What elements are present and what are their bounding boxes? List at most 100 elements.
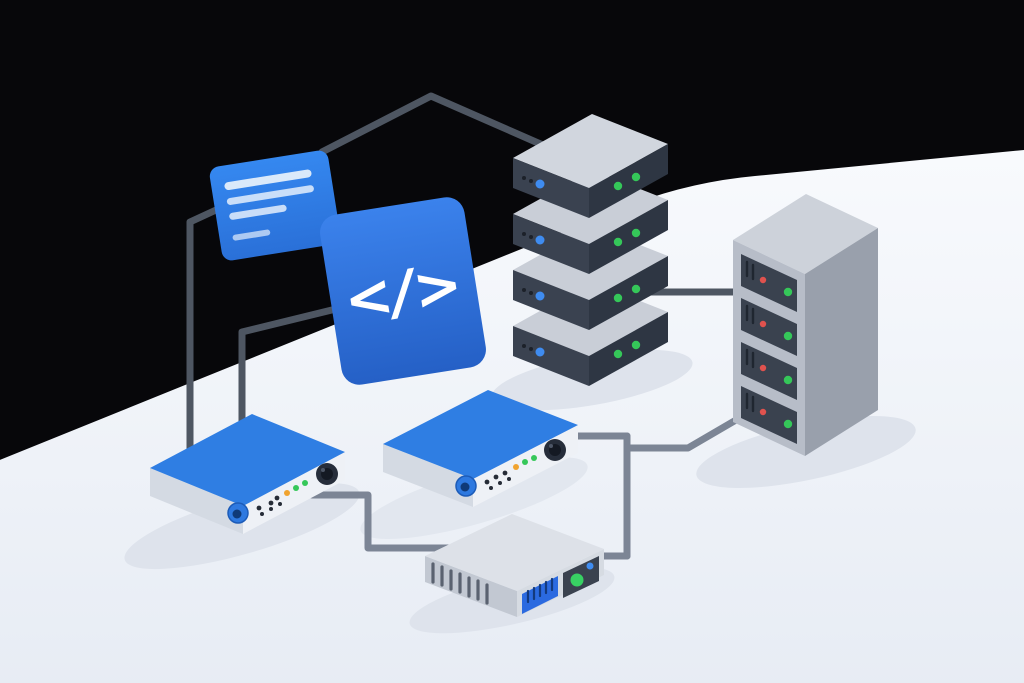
led-green [631,284,641,294]
cable-card-down [186,206,220,469]
control-dot [269,507,273,511]
led-blue [535,291,545,301]
storage-unit [425,514,604,617]
led-green [631,340,641,350]
led-red [759,320,767,328]
led-green [293,485,299,491]
router-left [150,414,345,534]
server-unit-side [589,312,668,386]
tower-top-face [733,194,878,274]
vent-slats [431,562,489,605]
cable-port-center [460,482,470,492]
router-top-face [383,390,578,479]
control-dot [268,500,274,506]
tower-panels [741,254,797,444]
led-green [613,349,623,359]
code-panel: </> [320,197,486,385]
server-unit-side [589,144,668,218]
server-stack [513,114,668,386]
cable-port-center [232,509,242,519]
server-unit-front [513,270,589,330]
knob-highlight [549,444,553,448]
control-dot [278,502,282,506]
control-dot [498,481,502,485]
cable-card-to-stack [318,92,549,156]
control-dot [260,512,264,516]
led-red [759,364,767,372]
led-green [531,455,537,461]
server-unit-front [513,158,589,218]
led-blue [535,235,545,245]
knob-highlight [321,468,325,472]
text-line [224,169,312,191]
text-line [232,229,271,241]
led-red [759,408,767,416]
text-line [229,204,287,220]
control-dot [256,505,262,511]
led-blue [535,179,545,189]
server-unit-front [513,214,589,274]
led-green [783,375,793,385]
note-card [209,150,341,261]
vent-dot [529,291,533,295]
router-controls [484,455,537,490]
server-unit-side [589,200,668,274]
led-blue [535,347,545,357]
led-green [783,419,793,429]
cable-junction-to-tower [623,416,740,452]
control-dot [484,479,490,485]
storage-top-face [425,514,604,591]
led-green [631,228,641,238]
tower-leds [759,276,793,429]
led-green [302,480,308,486]
control-dot [274,495,280,501]
led-green [613,237,623,247]
tower-side-face [805,228,878,456]
note-card-body [209,150,341,261]
code-panel-body [320,197,486,385]
vent-dot [529,235,533,239]
vent-dot [522,176,526,180]
led-green [783,331,793,341]
tower-panel-slots [745,260,755,413]
led-green [613,293,623,303]
server-unit-top [513,114,668,188]
tower-panel [741,254,797,312]
control-dot [502,470,508,476]
server-tower [733,194,878,456]
led-green [522,459,528,465]
cable-router1-to-storage [308,491,456,552]
vent-dot [522,344,526,348]
server-unit-front [513,326,589,386]
control-dot [507,477,511,481]
led-green [613,181,623,191]
tower-panel [741,342,797,400]
vent-dot [522,232,526,236]
cable-panel-down [238,304,344,436]
led-orange [513,464,519,470]
vent-dot [529,179,533,183]
backdrop-cables [186,92,749,469]
led-blue [586,562,594,570]
led-green [631,172,641,182]
vent-dot [522,288,526,292]
control-dot [489,486,493,490]
router-controls [256,480,308,516]
led-red [759,276,767,284]
router-center [383,390,578,507]
vent-dot [529,347,533,351]
display-segments [526,577,554,604]
control-dot [493,474,499,480]
led-green [570,573,584,587]
tower-panel [741,298,797,356]
tower-panel [741,386,797,444]
router-end-face [383,444,473,507]
server-unit-side [589,256,668,330]
server-unit [513,114,668,218]
storage-vent-face [425,556,517,617]
text-line [226,185,314,205]
router-end-face [150,468,243,534]
router-top-face [150,414,345,506]
